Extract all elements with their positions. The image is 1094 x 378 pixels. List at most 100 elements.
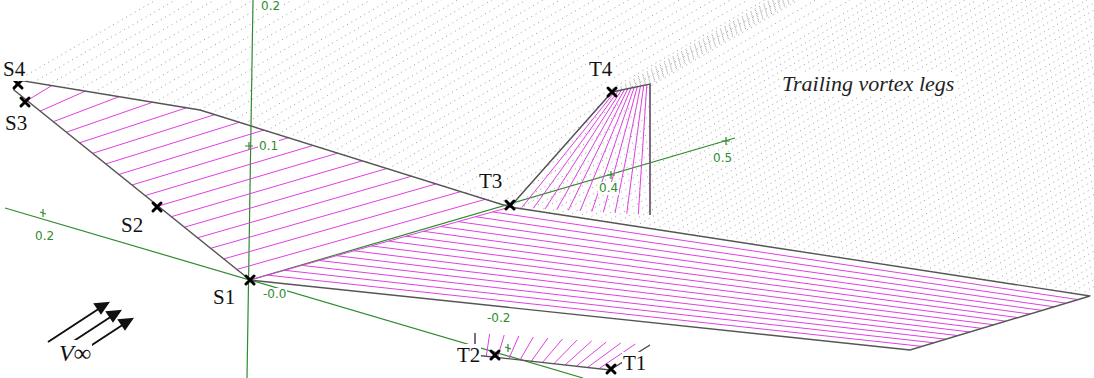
mesh-line bbox=[80, 108, 187, 143]
wake-leg bbox=[848, 0, 1094, 259]
mesh-line bbox=[171, 161, 362, 217]
wake-leg bbox=[529, 0, 1094, 210]
upper-fin-outline bbox=[510, 84, 650, 215]
freestream-label: V∞ bbox=[58, 340, 92, 366]
wake-leg bbox=[578, 0, 1094, 217]
wake-leg bbox=[1080, 0, 1094, 295]
mesh-line bbox=[441, 227, 1042, 311]
wake-leg bbox=[993, 0, 1094, 281]
x-axis bbox=[5, 208, 583, 378]
mesh-line bbox=[40, 91, 85, 111]
wake-leg bbox=[858, 0, 1094, 260]
wake-leg bbox=[723, 0, 1094, 240]
mesh-line bbox=[119, 130, 264, 174]
wake-leg bbox=[868, 0, 1094, 262]
cross-marker bbox=[491, 351, 499, 359]
point-label: S4 bbox=[2, 58, 26, 81]
wake-leg bbox=[945, 0, 1094, 274]
wake-leg bbox=[399, 0, 1094, 172]
wake-leg bbox=[466, 0, 1094, 193]
axis-tick-label: 0.2 bbox=[34, 230, 55, 243]
wake-leg bbox=[819, 0, 1094, 255]
wake-leg bbox=[233, 0, 1094, 120]
point-label: T2 bbox=[456, 344, 481, 367]
wake-leg bbox=[655, 0, 1094, 229]
wake-leg bbox=[839, 0, 1094, 257]
wake-leg bbox=[539, 0, 1094, 211]
mesh-line bbox=[145, 145, 313, 195]
z-axis bbox=[247, 0, 253, 378]
mesh-line bbox=[184, 169, 387, 228]
axis-tick-label: 0.5 bbox=[712, 152, 733, 165]
mesh-line bbox=[520, 337, 533, 360]
mesh-line bbox=[93, 115, 215, 154]
cross-marker bbox=[246, 276, 254, 284]
wake-leg bbox=[1051, 0, 1094, 290]
wake-leg bbox=[587, 0, 1094, 219]
wake-leg bbox=[1022, 0, 1094, 286]
cross-marker bbox=[608, 88, 616, 96]
wake-leg bbox=[433, 0, 1094, 183]
wake-leg bbox=[170, 0, 1094, 105]
wake-leg bbox=[300, 0, 1094, 141]
wake-leg bbox=[322, 0, 1094, 148]
mesh-line bbox=[158, 153, 338, 206]
mesh-line bbox=[543, 339, 563, 363]
vortex-lattice-mesh bbox=[14, 80, 1078, 370]
wake-leg bbox=[410, 0, 1094, 176]
point-label: S1 bbox=[212, 286, 236, 309]
wake-leg bbox=[366, 0, 1094, 162]
mesh-line bbox=[565, 341, 592, 365]
wake-leg bbox=[1061, 0, 1094, 292]
wake-leg bbox=[877, 0, 1094, 263]
wake-leg bbox=[139, 0, 1094, 100]
wake-leg bbox=[906, 0, 1094, 268]
mesh-line bbox=[337, 256, 970, 332]
wake-leg bbox=[499, 0, 1094, 204]
wake-leg bbox=[289, 0, 1094, 138]
wake-leg bbox=[887, 0, 1094, 265]
mesh-line bbox=[302, 265, 946, 339]
mesh-line bbox=[498, 335, 505, 358]
wake-leg bbox=[636, 0, 1094, 226]
wake-leg bbox=[703, 0, 1094, 237]
wake-leg bbox=[520, 0, 1094, 209]
mesh-line bbox=[285, 270, 934, 343]
wake-leg bbox=[355, 0, 1094, 159]
wake-leg bbox=[665, 0, 1094, 231]
point-label: S3 bbox=[4, 112, 28, 135]
wake-leg bbox=[742, 0, 1094, 243]
mesh-line bbox=[493, 212, 1078, 300]
cross-marker bbox=[14, 80, 22, 88]
cross-marker bbox=[21, 98, 29, 106]
wake-leg bbox=[645, 0, 1094, 228]
point-label: T3 bbox=[478, 170, 503, 193]
arrow-heads bbox=[95, 303, 132, 329]
wake-leg bbox=[278, 0, 1094, 134]
mesh-line bbox=[250, 207, 510, 280]
wake-leg bbox=[211, 0, 1094, 114]
axis-tick-label: 0.4 bbox=[598, 182, 619, 195]
wake-leg bbox=[752, 0, 1094, 244]
wake-leg bbox=[568, 0, 1094, 216]
wake-leg bbox=[955, 0, 1094, 275]
mesh-line bbox=[27, 86, 52, 101]
wake-leg bbox=[333, 0, 1094, 152]
mesh-line bbox=[576, 342, 606, 366]
wake-leg bbox=[1032, 0, 1094, 287]
wake-leg bbox=[674, 0, 1094, 232]
mesh-line bbox=[638, 85, 647, 215]
wake-leg bbox=[477, 0, 1094, 197]
mesh-line bbox=[554, 340, 577, 364]
wake-leg bbox=[935, 0, 1094, 272]
mesh-line bbox=[354, 251, 982, 329]
wake-leg bbox=[713, 0, 1094, 238]
annotation-note: Trailing vortex legs bbox=[780, 72, 956, 96]
wake-leg bbox=[964, 0, 1094, 277]
wake-leg bbox=[266, 0, 1094, 131]
planform-outline bbox=[14, 80, 1090, 350]
mesh-line bbox=[486, 334, 489, 356]
wake-leg bbox=[694, 0, 1094, 235]
wake-leg bbox=[984, 0, 1094, 280]
